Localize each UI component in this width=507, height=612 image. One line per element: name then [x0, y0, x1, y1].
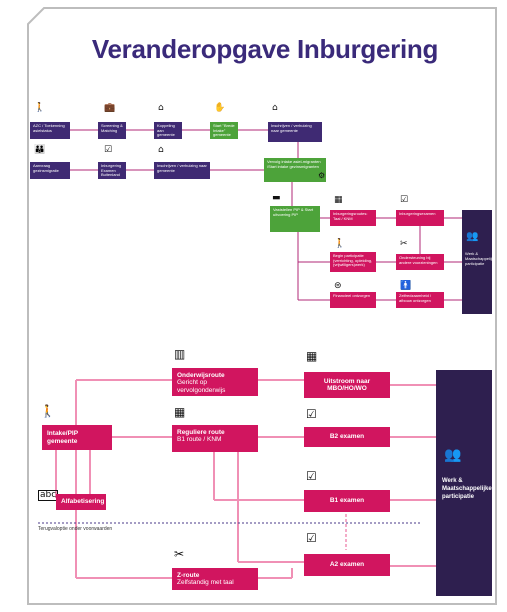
- tools-icon: ✂: [174, 547, 185, 561]
- reguliere-route-label: Reguliere route: [177, 429, 225, 436]
- people-icon: 👥: [466, 231, 479, 242]
- tools-icon: ✂: [400, 239, 408, 249]
- family-icon: 👪: [34, 145, 46, 155]
- box-onderwijsroute: Onderwijsroute Gericht op vervolgonderwi…: [172, 368, 258, 396]
- box-a2-examen: A2 examen: [304, 554, 390, 576]
- box-b1-examen: B1 examen: [304, 490, 390, 512]
- handshake-icon: ✋: [214, 103, 226, 113]
- checklist-icon: ☑: [306, 469, 317, 483]
- reguliere-route-sub: B1 route / KNM: [177, 436, 222, 444]
- people-icon: 👥: [444, 447, 462, 463]
- person-walking-icon: 🚶: [34, 103, 46, 113]
- box-aanvraag: Aanvraag gezinsmigratie: [30, 162, 70, 179]
- werk-top-label: Werk & Maatschappelijke participatie: [465, 251, 492, 266]
- alfabetisering-label: Alfabetisering: [61, 498, 105, 506]
- house-icon: ⌂: [158, 145, 164, 155]
- city-icon: ▥: [174, 347, 186, 361]
- box-intake: Intake/PIP gemeente: [42, 425, 112, 450]
- box-reguliere-route: Reguliere route B1 route / KNM: [172, 425, 258, 452]
- uitstroom-label: Uitstroom naar MBO/HO/WO: [323, 377, 371, 392]
- box-zelfredzaamheid: Zelfredzaamheid / afbouw ontzorgen: [396, 292, 444, 308]
- box-asielzoeker: AZC / Toekenning asielstatus: [30, 122, 70, 139]
- building-icon: ▦: [334, 195, 343, 205]
- house-icon: ⌂: [272, 103, 278, 113]
- b1-label: B1 examen: [329, 497, 365, 505]
- terugvaloptie-label: Terugvaloptie onder voorwaarden: [38, 526, 113, 532]
- z-route-label: Z-route: [177, 572, 200, 579]
- z-route-sub: Zelfstandig met taal: [177, 579, 234, 587]
- person-walking-icon: 🚶: [334, 239, 346, 249]
- checklist-icon: ☑: [104, 145, 113, 155]
- box-z-route: Z-route Zelfstandig met taal: [172, 568, 258, 590]
- checklist-icon: ☑: [306, 531, 317, 545]
- box-b2-examen: B2 examen: [304, 427, 390, 447]
- house-icon: ⌂: [158, 103, 164, 113]
- box-vervolg-intake: Vervolg intake asiel-migranten /Start in…: [264, 158, 326, 182]
- b2-label: B2 examen: [329, 433, 365, 441]
- werk-bottom-label: Werk & Maatschappelijke participatie: [442, 478, 492, 500]
- box-financieel: Financieel ontzorgen: [330, 292, 376, 308]
- suitcase-icon: 💼: [104, 103, 116, 113]
- folder-icon: ▬: [272, 193, 281, 203]
- checklist-icon: ☑: [306, 407, 317, 421]
- box-start-brede-intake: Start "Brede Intake" gemeente: [210, 122, 238, 139]
- gears-icon: ⚙: [318, 171, 326, 180]
- box-uitstroom: Uitstroom naar MBO/HO/WO: [304, 372, 390, 398]
- person-walking-icon: 🚶: [40, 404, 55, 418]
- box-inschrijven-1: Inschrijven / verhuizing naar gemeente: [268, 122, 322, 142]
- box-werk-bottom: 👥 Werk & Maatschappelijke participatie: [436, 370, 492, 596]
- box-koppeling: Koppeling aan gemeente: [154, 122, 182, 139]
- box-ondersteuning: Ondersteuning bij andere voorzieningen: [396, 254, 444, 270]
- box-inburgering-examen: Inburgering Examen Buitenland: [98, 162, 126, 179]
- coins-icon: ⊜: [334, 281, 342, 291]
- building-icon: ▦: [174, 405, 186, 419]
- a2-label: A2 examen: [329, 561, 365, 569]
- onderwijsroute-label: Onderwijsroute: [177, 372, 225, 379]
- onderwijsroute-sub: Gericht op vervolgonderwijs: [177, 379, 226, 394]
- box-werk-top: 👥 Werk & Maatschappelijke participatie: [462, 210, 492, 314]
- box-begin-participatie: Begin participatie (verrichting, opleidi…: [330, 252, 376, 272]
- box-inburgeringsroutes: Inburgeringsroutes: Taal / KNM: [330, 210, 376, 226]
- person-icon: 🚹: [400, 281, 412, 291]
- intake-label: Intake/PIP gemeente: [47, 430, 78, 445]
- box-inschrijven-2: Inschrijven / verhuizing naar gemeente: [154, 162, 210, 179]
- box-alfabetisering: Alfabetisering: [56, 494, 106, 510]
- box-vaststellen-pip: Vaststellen PIP & Start uitvoering PIP: [270, 206, 320, 232]
- checklist-icon: ☑: [400, 195, 409, 205]
- box-screening: Screening & Matching: [98, 122, 126, 139]
- building-icon: ▦: [306, 349, 318, 363]
- box-inburgeringsexamen: Inburgeringsexamen: [396, 210, 444, 226]
- page-title: Veranderopgave Inburgering: [91, 34, 439, 64]
